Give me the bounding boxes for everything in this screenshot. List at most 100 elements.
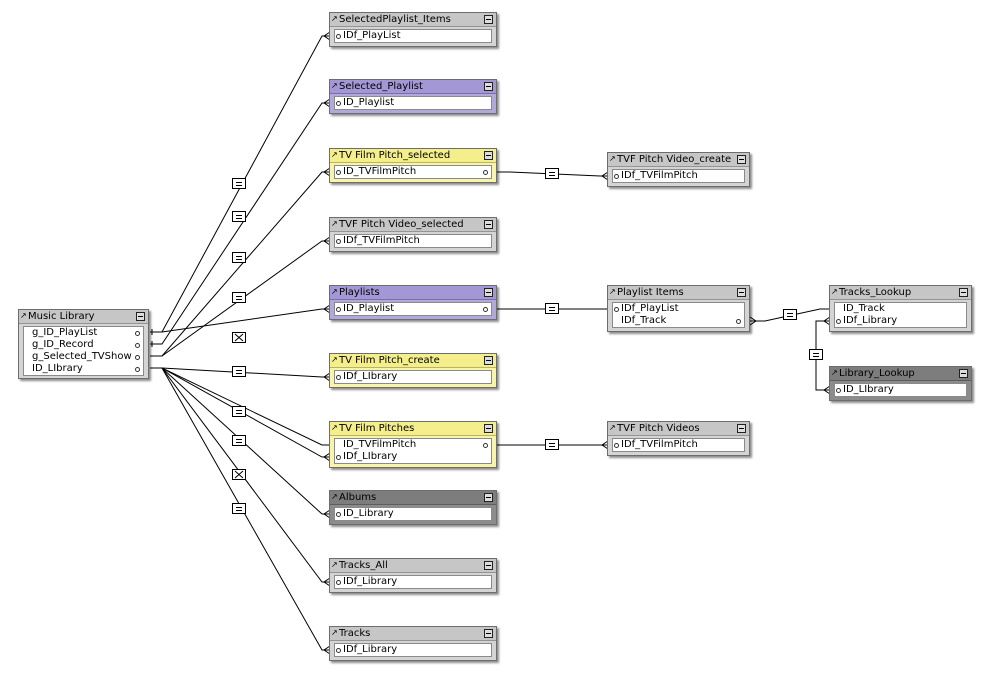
field-name: IDf_TVFilmPitch	[621, 439, 698, 450]
table-tracks-lookup[interactable]: ↗Tracks_Lookup ID_Track IDf_Library	[829, 285, 972, 332]
field-row[interactable]: IDf_Library	[335, 644, 491, 656]
field-row[interactable]: IDf_LIbrary	[335, 371, 491, 383]
link-arrow-icon: ↗	[609, 154, 616, 163]
collapse-icon[interactable]	[484, 424, 493, 433]
link-arrow-icon: ↗	[331, 492, 338, 501]
relation-operator-equals[interactable]	[232, 366, 246, 377]
link-arrow-icon: ↗	[331, 423, 338, 432]
key-dot-icon	[614, 443, 619, 448]
collapse-icon[interactable]	[484, 561, 493, 570]
table-playlists[interactable]: ↗Playlists ID_Playlist	[329, 285, 497, 320]
link-arrow-icon: ↗	[331, 287, 338, 296]
field-name: IDf_TVFilmPitch	[621, 170, 698, 181]
table-albums[interactable]: ↗Albums ID_Library	[329, 490, 497, 525]
table-tvf-pitch-video-create[interactable]: ↗TVF Pitch Video_create IDf_TVFilmPitch	[607, 152, 750, 187]
table-selected-playlist[interactable]: ↗Selected_Playlist ID_Playlist	[329, 79, 497, 114]
key-dot-icon	[614, 174, 619, 179]
field-name: IDf_Library	[343, 644, 398, 655]
collapse-icon[interactable]	[737, 424, 746, 433]
relation-operator-cartesian[interactable]	[232, 332, 246, 343]
key-dot-icon	[614, 307, 619, 312]
collapse-icon[interactable]	[484, 82, 493, 91]
collapse-icon[interactable]	[959, 288, 968, 297]
relation-operator-cartesian[interactable]	[232, 469, 246, 480]
field-name: IDf_LIbrary	[343, 451, 398, 462]
cross-icon	[234, 470, 244, 479]
relation-operator-equals[interactable]	[232, 292, 246, 303]
link-arrow-icon: ↗	[831, 368, 838, 377]
table-tv-film-pitch-create[interactable]: ↗TV Film Pitch_create IDf_LIbrary	[329, 353, 497, 388]
collapse-icon[interactable]	[737, 288, 746, 297]
field-row[interactable]: IDf_TVFilmPitch	[613, 170, 744, 182]
relation-operator-equals[interactable]	[232, 252, 246, 263]
relation-operator-equals[interactable]	[232, 435, 246, 446]
field-row[interactable]: ID_TVFilmPitch	[335, 166, 491, 178]
table-tracks[interactable]: ↗Tracks IDf_Library	[329, 626, 497, 661]
collapse-icon[interactable]	[484, 629, 493, 638]
relation-operator-equals[interactable]	[783, 309, 797, 320]
field-row[interactable]: IDf_Library	[335, 576, 491, 588]
table-music-library[interactable]: ↗Music Library g_ID_PlayList g_ID_Record…	[18, 309, 149, 379]
field-name: ID_Track	[843, 303, 885, 314]
relation-operator-equals[interactable]	[232, 406, 246, 417]
table-title: Playlist Items	[617, 287, 684, 298]
field-row[interactable]: IDf_LIbrary	[335, 451, 491, 463]
field-row[interactable]: IDf_PlayList	[613, 303, 744, 315]
relation-operator-equals[interactable]	[545, 168, 559, 179]
collapse-icon[interactable]	[959, 369, 968, 378]
field-row[interactable]: g_ID_Record	[24, 339, 143, 351]
table-title: Playlists	[339, 287, 380, 298]
key-dot-icon	[483, 443, 488, 448]
relation-operator-equals[interactable]	[545, 303, 559, 314]
table-playlist-items[interactable]: ↗Playlist Items IDf_PlayList IDf_Track	[607, 285, 750, 332]
field-row[interactable]: IDf_TVFilmPitch	[335, 235, 491, 247]
relation-operator-equals[interactable]	[809, 349, 823, 360]
link-arrow-icon: ↗	[331, 150, 338, 159]
relation-operator-equals[interactable]	[232, 503, 246, 514]
field-row[interactable]: ID_Playlist	[335, 97, 491, 109]
field-name: g_ID_PlayList	[32, 327, 98, 338]
table-tv-film-pitches[interactable]: ↗TV Film Pitches ID_TVFilmPitch IDf_LIbr…	[329, 421, 497, 468]
relation-operator-equals[interactable]	[232, 211, 246, 222]
field-row[interactable]: ID_LIbrary	[835, 384, 966, 396]
field-row[interactable]: IDf_TVFilmPitch	[613, 439, 744, 451]
collapse-icon[interactable]	[484, 288, 493, 297]
link-arrow-icon: ↗	[331, 628, 338, 637]
collapse-icon[interactable]	[737, 155, 746, 164]
relation-operator-equals[interactable]	[545, 439, 559, 450]
table-tv-film-pitch-selected[interactable]: ↗TV Film Pitch_selected ID_TVFilmPitch	[329, 148, 497, 183]
field-row[interactable]: ID_LIbrary	[24, 363, 143, 375]
field-row[interactable]: ID_Library	[335, 508, 491, 520]
table-library-lookup[interactable]: ↗Library_Lookup ID_LIbrary	[829, 366, 972, 401]
collapse-icon[interactable]	[484, 151, 493, 160]
field-row[interactable]: IDf_Track	[613, 315, 744, 327]
table-title: Tracks_Lookup	[839, 287, 912, 298]
field-name: IDf_LIbrary	[343, 371, 398, 382]
field-row[interactable]: g_ID_PlayList	[24, 327, 143, 339]
field-row[interactable]: IDf_Library	[835, 315, 966, 327]
key-dot-icon	[336, 580, 341, 585]
key-dot-icon	[336, 101, 341, 106]
collapse-icon[interactable]	[484, 220, 493, 229]
table-tvf-pitch-video-selected[interactable]: ↗TVF Pitch Video_selected IDf_TVFilmPitc…	[329, 217, 497, 252]
table-tracks-all[interactable]: ↗Tracks_All IDf_Library	[329, 558, 497, 593]
collapse-icon[interactable]	[136, 312, 145, 321]
field-row[interactable]: ID_Track	[835, 303, 966, 315]
key-dot-icon	[135, 331, 140, 336]
table-tvf-pitch-videos[interactable]: ↗TVF Pitch Videos IDf_TVFilmPitch	[607, 421, 750, 456]
field-row[interactable]: ID_Playlist	[335, 303, 491, 315]
link-arrow-icon: ↗	[331, 355, 338, 364]
collapse-icon[interactable]	[484, 493, 493, 502]
collapse-icon[interactable]	[484, 356, 493, 365]
link-arrow-icon: ↗	[20, 311, 27, 320]
field-name: ID_Playlist	[343, 303, 395, 314]
field-row[interactable]: g_Selected_TVShow	[24, 351, 143, 363]
key-dot-icon	[336, 512, 341, 517]
field-row[interactable]: IDf_PlayList	[335, 30, 491, 42]
table-selectedplaylist-items[interactable]: ↗SelectedPlaylist_Items IDf_PlayList	[329, 12, 497, 47]
relation-operator-equals[interactable]	[232, 178, 246, 189]
link-playlists	[150, 308, 330, 333]
collapse-icon[interactable]	[484, 15, 493, 24]
field-name: ID_LIbrary	[843, 384, 894, 395]
field-row[interactable]: ID_TVFilmPitch	[335, 439, 491, 451]
